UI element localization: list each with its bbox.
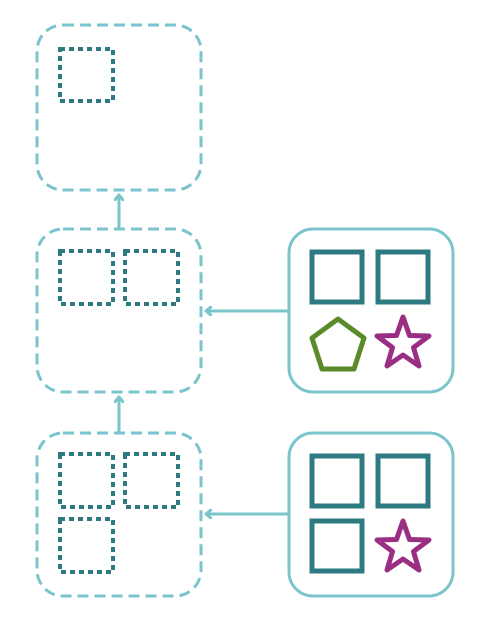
upper-star-icon (374, 314, 432, 369)
bottom-slot-3 (58, 517, 115, 574)
pentagon-icon (309, 316, 367, 372)
upper-square-2-icon (375, 249, 431, 305)
stack-column (35, 23, 203, 598)
top-slot-1 (58, 47, 115, 103)
lower-square-2-icon (375, 453, 431, 509)
bottom-slot-2 (123, 452, 180, 509)
middle-slot-1 (58, 249, 115, 306)
source-column (207, 227, 455, 598)
lower-square-1-icon (309, 453, 365, 509)
lower-star-icon (374, 518, 432, 573)
top-dashed-container (35, 23, 203, 192)
upper-square-1-icon (309, 249, 365, 305)
middle-slot-2 (123, 249, 180, 306)
bottom-slot-1 (58, 452, 115, 509)
lower-square-3-icon (309, 518, 365, 574)
